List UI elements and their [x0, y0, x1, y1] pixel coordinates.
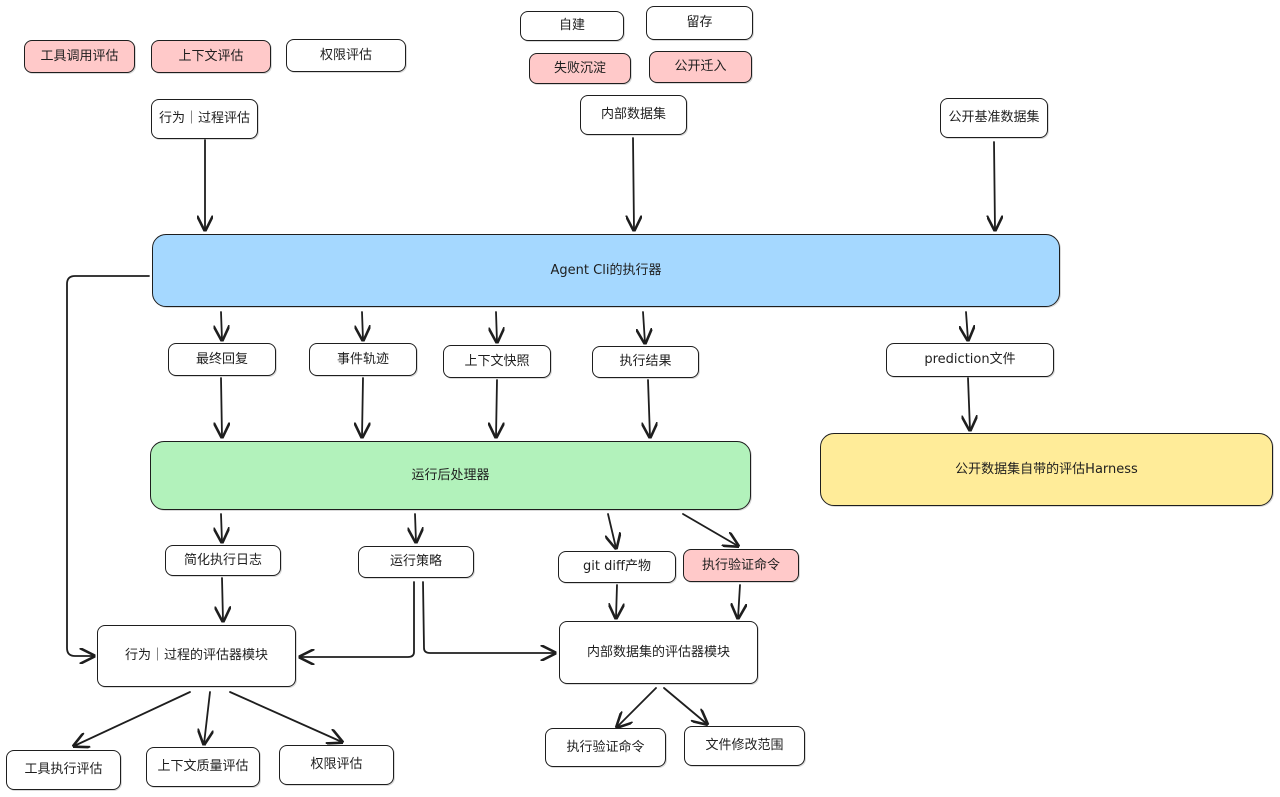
output-context-snapshot: 上下文快照 [443, 345, 551, 378]
leaf-verify-command: 执行验证命令 [545, 728, 666, 767]
artifact-simplified-log: 简化执行日志 [165, 545, 281, 576]
agent-cli-executor: Agent Cli的执行器 [152, 234, 1060, 307]
input-behavior-process-eval: 行为｜过程评估 [151, 99, 258, 139]
edge-post-to-git-diff [608, 513, 616, 548]
tag-context-eval-label: 上下文评估 [178, 48, 244, 64]
edge-final-reply-to-post [221, 377, 222, 437]
tag-public-migration: 公开迁入 [649, 51, 752, 83]
edge-post-to-simplified-log [221, 513, 222, 542]
public-eval-harness-label: 公开数据集自带的评估Harness [955, 461, 1138, 477]
tag-tool-call-eval-label: 工具调用评估 [40, 48, 119, 64]
output-prediction-file-label: prediction文件 [924, 352, 1016, 368]
edge-simplified-log-to-behavior-module [222, 577, 223, 621]
leaf-context-quality-eval: 上下文质量评估 [146, 747, 260, 787]
edge-verify-command-to-internal-module [738, 584, 740, 618]
output-execution-result: 执行结果 [592, 346, 699, 378]
agent-cli-executor-label: Agent Cli的执行器 [550, 262, 662, 278]
edge-execution-result-to-post [648, 379, 650, 437]
leaf-context-quality-eval-label: 上下文质量评估 [157, 759, 249, 775]
artifact-verify-command: 执行验证命令 [683, 549, 799, 582]
artifact-simplified-log-label: 简化执行日志 [183, 552, 262, 568]
edge-internal-to-executor [633, 137, 634, 230]
public-eval-harness: 公开数据集自带的评估Harness [820, 433, 1273, 506]
tag-failure-sediment: 失败沉淀 [529, 53, 631, 84]
tag-context-eval: 上下文评估 [151, 40, 271, 73]
edge-executor-to-execution-result [643, 311, 645, 343]
input-internal-dataset: 内部数据集 [580, 95, 687, 135]
edge-run-strategy-to-behavior-module [300, 581, 415, 657]
artifact-verify-command-label: 执行验证命令 [701, 557, 780, 573]
edge-run-strategy-to-internal-module [422, 581, 555, 653]
tag-retention-label: 留存 [686, 15, 713, 31]
edge-public-to-executor [994, 141, 995, 230]
output-final-reply-label: 最终回复 [195, 351, 248, 367]
edge-behavior-to-context-quality [204, 691, 210, 744]
edge-executor-to-behavior-module [66, 275, 150, 656]
edge-executor-to-context-snapshot [496, 311, 497, 342]
tag-permission-eval-label: 权限评估 [319, 47, 372, 63]
input-behavior-process-eval-label: 行为｜过程评估 [158, 111, 250, 127]
leaf-file-change-scope: 文件修改范围 [684, 726, 805, 766]
artifact-run-strategy-label: 运行策略 [389, 554, 442, 570]
output-final-reply: 最终回复 [168, 343, 276, 376]
edge-executor-to-final-reply [221, 311, 222, 340]
edge-behavior-to-permission [229, 691, 342, 742]
tag-failure-sediment-label: 失败沉淀 [553, 60, 606, 76]
tag-retention: 留存 [646, 6, 753, 40]
artifact-git-diff: git diff产物 [558, 551, 676, 583]
behavior-evaluator-module-label: 行为｜过程的评估器模块 [124, 648, 268, 664]
leaf-tool-exec-eval-label: 工具执行评估 [24, 762, 103, 778]
internal-evaluator-module: 内部数据集的评估器模块 [559, 621, 758, 684]
leaf-verify-command-label: 执行验证命令 [566, 739, 645, 755]
artifact-git-diff-label: git diff产物 [583, 559, 651, 575]
behavior-evaluator-module: 行为｜过程的评估器模块 [97, 625, 296, 687]
leaf-file-change-scope-label: 文件修改范围 [705, 738, 784, 754]
input-public-benchmark: 公开基准数据集 [940, 98, 1048, 138]
edge-context-snapshot-to-post [496, 379, 497, 437]
edge-post-to-verify-command [682, 513, 738, 546]
leaf-tool-exec-eval: 工具执行评估 [6, 750, 121, 790]
tag-self-built: 自建 [520, 11, 624, 41]
tag-tool-call-eval: 工具调用评估 [24, 40, 135, 73]
leaf-permission-eval-label: 权限评估 [310, 757, 363, 773]
input-public-benchmark-label: 公开基准数据集 [948, 110, 1040, 126]
tag-public-migration-label: 公开迁入 [674, 59, 727, 75]
run-postprocessor: 运行后处理器 [150, 441, 751, 510]
leaf-permission-eval: 权限评估 [279, 745, 394, 785]
input-internal-dataset-label: 内部数据集 [600, 107, 666, 123]
internal-evaluator-module-label: 内部数据集的评估器模块 [586, 644, 730, 660]
edge-event-trace-to-post [362, 377, 363, 437]
edge-internal-to-verify-command [617, 687, 657, 727]
output-execution-result-label: 执行结果 [619, 354, 672, 370]
edge-internal-to-file-scope [663, 687, 707, 724]
output-prediction-file: prediction文件 [886, 343, 1054, 377]
run-postprocessor-label: 运行后处理器 [411, 467, 490, 483]
edge-post-to-run-strategy [415, 513, 416, 542]
edge-executor-to-event-trace [362, 311, 363, 340]
output-event-trace-label: 事件轨迹 [336, 351, 389, 367]
edge-prediction-to-harness [968, 377, 970, 430]
edge-executor-to-prediction [966, 311, 968, 340]
artifact-run-strategy: 运行策略 [358, 546, 474, 578]
edge-behavior-to-tool-exec [74, 691, 191, 746]
output-context-snapshot-label: 上下文快照 [464, 353, 530, 369]
edge-git-diff-to-internal-module [616, 584, 617, 618]
tag-self-built-label: 自建 [558, 18, 585, 34]
output-event-trace: 事件轨迹 [309, 343, 417, 376]
tag-permission-eval: 权限评估 [286, 39, 406, 72]
